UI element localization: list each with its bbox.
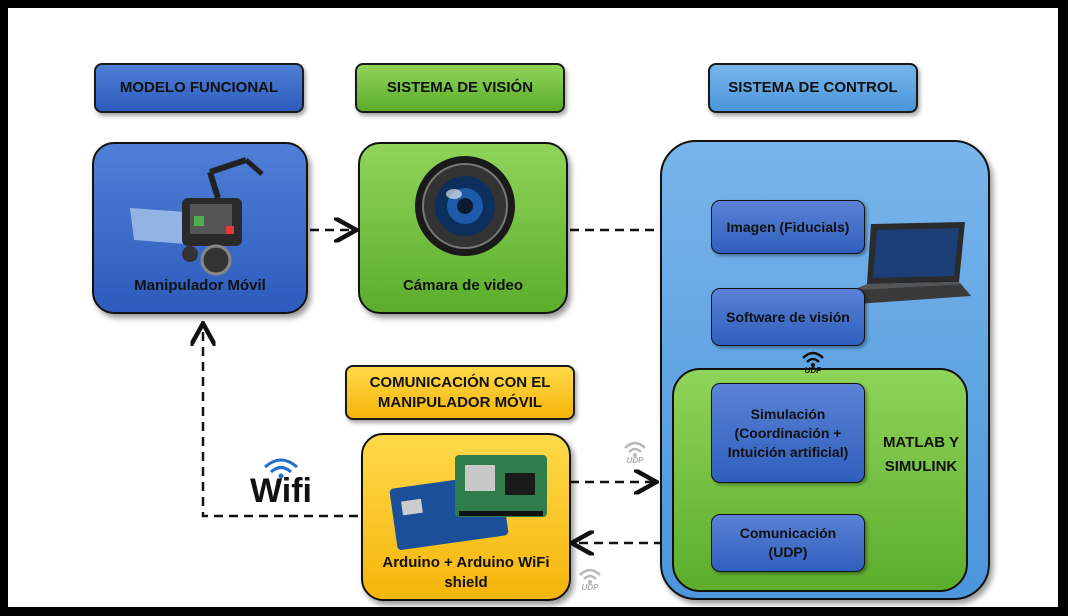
wifi-text: Wifi	[249, 472, 312, 510]
udp-icon-arduino-out: UDP	[620, 438, 650, 468]
communication-udp-box: Comunicación (UDP)	[711, 514, 865, 572]
robot-icon	[130, 157, 264, 276]
udp-signal-icon	[624, 441, 646, 457]
arrow-arduino-to-manipulator	[203, 326, 358, 518]
udp-icon-control: UDP	[798, 348, 828, 378]
udp-text: UDP	[626, 456, 644, 465]
card-manipulator: Manipulador Móvil	[92, 142, 308, 314]
wifi-logo: Wifi	[241, 453, 321, 513]
matlab-simulink-label: MATLAB Y SIMULINK	[882, 434, 960, 475]
arduino-label: Arduino + Arduino WiFi shield	[382, 554, 550, 591]
camera-lens-icon	[415, 156, 515, 256]
udp-signal-icon	[802, 351, 824, 367]
diagram-canvas: MODELO FUNCIONAL SISTEMA DE VISIÓN SISTE…	[8, 8, 1058, 607]
header-vision-system: SISTEMA DE VISIÓN	[355, 63, 565, 113]
udp-icon-arduino-in: UDP	[575, 565, 605, 595]
wifi-signal-icon	[264, 458, 298, 479]
arduino-board-icon	[389, 455, 547, 550]
card-camera: Cámara de video	[358, 142, 568, 314]
vision-software-box: Software de visión	[711, 288, 865, 346]
udp-signal-icon	[579, 568, 601, 584]
udp-text: UDP	[804, 366, 822, 375]
card-arduino: Arduino + Arduino WiFi shield	[361, 433, 571, 601]
manipulator-label: Manipulador Móvil	[134, 277, 266, 294]
header-communication: COMUNICACIÓN CON EL MANIPULADOR MÓVIL	[345, 365, 575, 420]
simulation-box: Simulación (Coordinación + Intuición art…	[711, 383, 865, 483]
image-fiducials-box: Imagen (Fiducials)	[711, 200, 865, 254]
udp-text: UDP	[581, 583, 599, 592]
header-control-system: SISTEMA DE CONTROL	[708, 63, 918, 113]
header-functional-model: MODELO FUNCIONAL	[94, 63, 304, 113]
laptop-icon	[853, 222, 971, 304]
camera-label: Cámara de video	[402, 277, 524, 294]
